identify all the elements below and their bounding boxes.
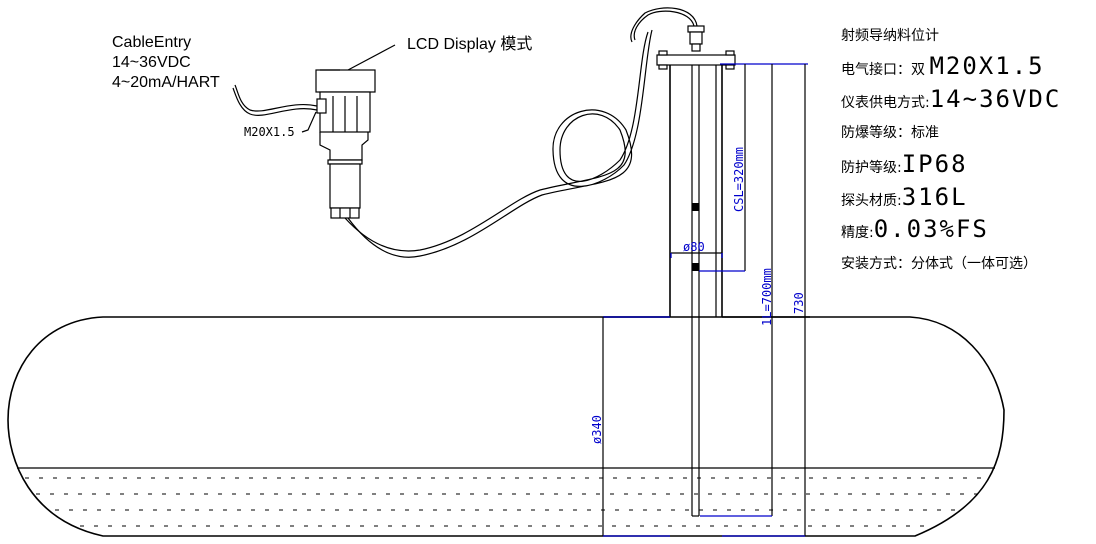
cable-entry-callout: CableEntry 14~36VDC 4~20mA/HART xyxy=(112,33,220,93)
thread-label: M20X1.5 xyxy=(244,125,295,139)
flange-diameter-label: ø80 xyxy=(683,240,705,254)
probe-insulator xyxy=(692,203,699,211)
cable-entry-line: 4~20mA/HART xyxy=(112,74,220,91)
flange xyxy=(630,7,736,70)
spec-installation: 安装方式：分体式（一体可选） xyxy=(841,256,1037,272)
spec-explosion-rating: 防爆等级：标准 xyxy=(841,125,939,141)
thread-leader-line xyxy=(301,111,317,133)
spec-power-supply: 仪表供电方式:14~36VDC xyxy=(841,85,1062,113)
electronics-housing xyxy=(315,44,396,219)
tank-outline xyxy=(7,316,1005,537)
total-length-label: 730 xyxy=(792,292,806,314)
spec-probe-material: 探头材质:316L xyxy=(841,183,968,211)
cable-entry-line: 14~36VDC xyxy=(112,54,191,71)
spec-protection-rating: 防护等级:IP68 xyxy=(841,150,968,178)
spec-title: 射频导纳料位计 xyxy=(841,28,939,44)
lcd-cap xyxy=(315,69,376,93)
cable-entry-line: CableEntry xyxy=(112,34,192,51)
probe-length-label: 1L=700mm xyxy=(760,268,774,326)
cables xyxy=(232,29,653,258)
spec-accuracy: 精度:0.03%FS xyxy=(841,215,989,243)
lcd-leader-line xyxy=(347,44,396,71)
dimension-lines xyxy=(602,63,808,537)
csl-dimension-label: CSL=320mm xyxy=(732,147,746,212)
spec-electrical-interface: 电气接口：双 M20X1.5 xyxy=(841,52,1045,80)
probe-insulator xyxy=(692,263,699,271)
tank xyxy=(7,316,1005,537)
tank-diameter-label: ø340 xyxy=(590,415,604,444)
nozzle xyxy=(603,65,810,318)
lcd-display-callout: LCD Display 模式 xyxy=(407,36,533,53)
probe xyxy=(691,65,717,517)
